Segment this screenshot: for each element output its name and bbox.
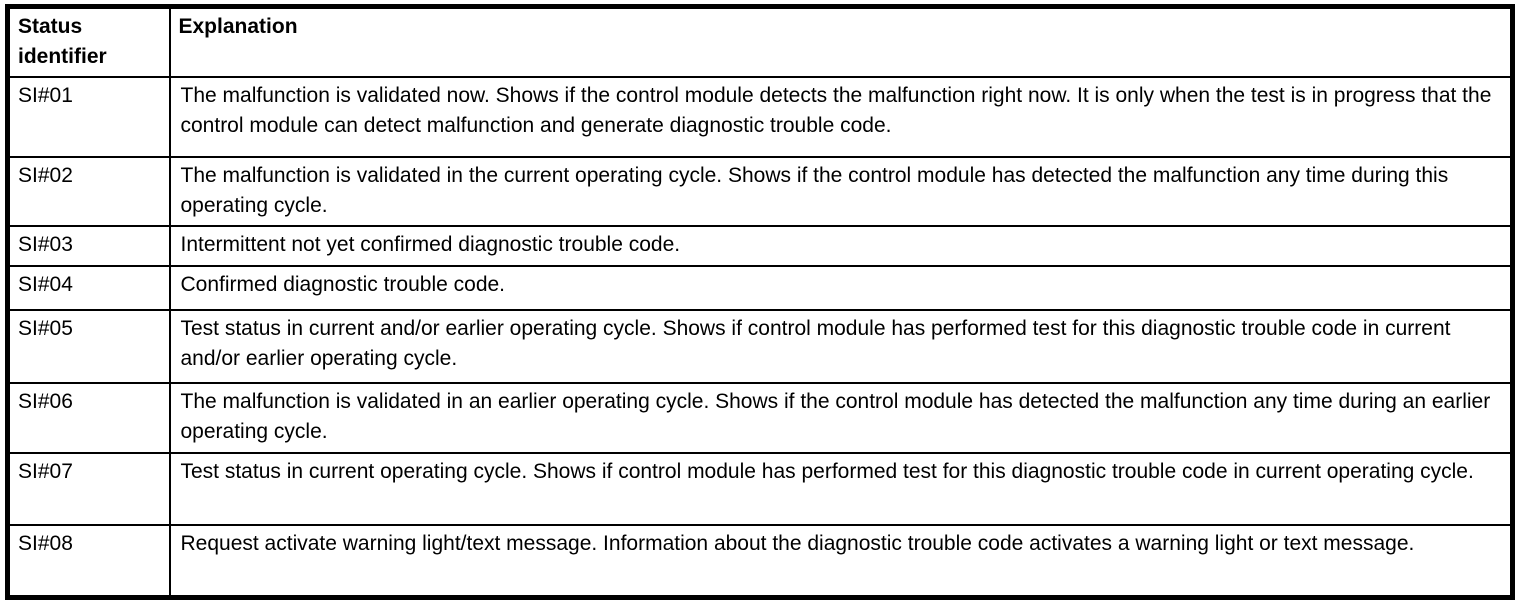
status-identifier-cell: SI#01 (6, 75, 171, 159)
explanation-cell: Test status in current operating cycle. … (168, 452, 1514, 527)
status-identifier-table: Status identifier Explanation SI#01 The … (5, 4, 1515, 600)
explanation-cell: The malfunction is validated in an earli… (168, 382, 1514, 455)
table-row: SI#07 Test status in current operating c… (6, 452, 1514, 527)
table-row: SI#06 The malfunction is validated in an… (6, 382, 1514, 455)
status-identifier-cell: SI#07 (6, 452, 171, 527)
column-header-explanation: Explanation (168, 5, 1514, 78)
table-row: SI#05 Test status in current and/or earl… (6, 309, 1514, 385)
status-identifier-cell: SI#04 (6, 265, 171, 312)
status-identifier-cell: SI#03 (6, 225, 171, 268)
table-row: SI#01 The malfunction is validated now. … (6, 75, 1514, 159)
status-identifier-cell: SI#05 (6, 309, 171, 385)
table-row: SI#02 The malfunction is validated in th… (6, 156, 1514, 228)
explanation-cell: Intermittent not yet confirmed diagnosti… (168, 225, 1514, 268)
explanation-cell: Request activate warning light/text mess… (168, 524, 1514, 599)
table-row: SI#04 Confirmed diagnostic trouble code. (6, 265, 1514, 312)
column-header-status-identifier: Status identifier (6, 5, 171, 78)
status-identifier-cell: SI#08 (6, 524, 171, 599)
explanation-cell: Confirmed diagnostic trouble code. (168, 265, 1514, 312)
status-identifier-cell: SI#06 (6, 382, 171, 455)
explanation-cell: The malfunction is validated in the curr… (168, 156, 1514, 228)
explanation-cell: Test status in current and/or earlier op… (168, 309, 1514, 385)
table-header-row: Status identifier Explanation (6, 5, 1514, 78)
table-row: SI#03 Intermittent not yet confirmed dia… (6, 225, 1514, 268)
status-identifier-cell: SI#02 (6, 156, 171, 228)
table-row: SI#08 Request activate warning light/tex… (6, 524, 1514, 599)
explanation-cell: The malfunction is validated now. Shows … (168, 75, 1514, 159)
